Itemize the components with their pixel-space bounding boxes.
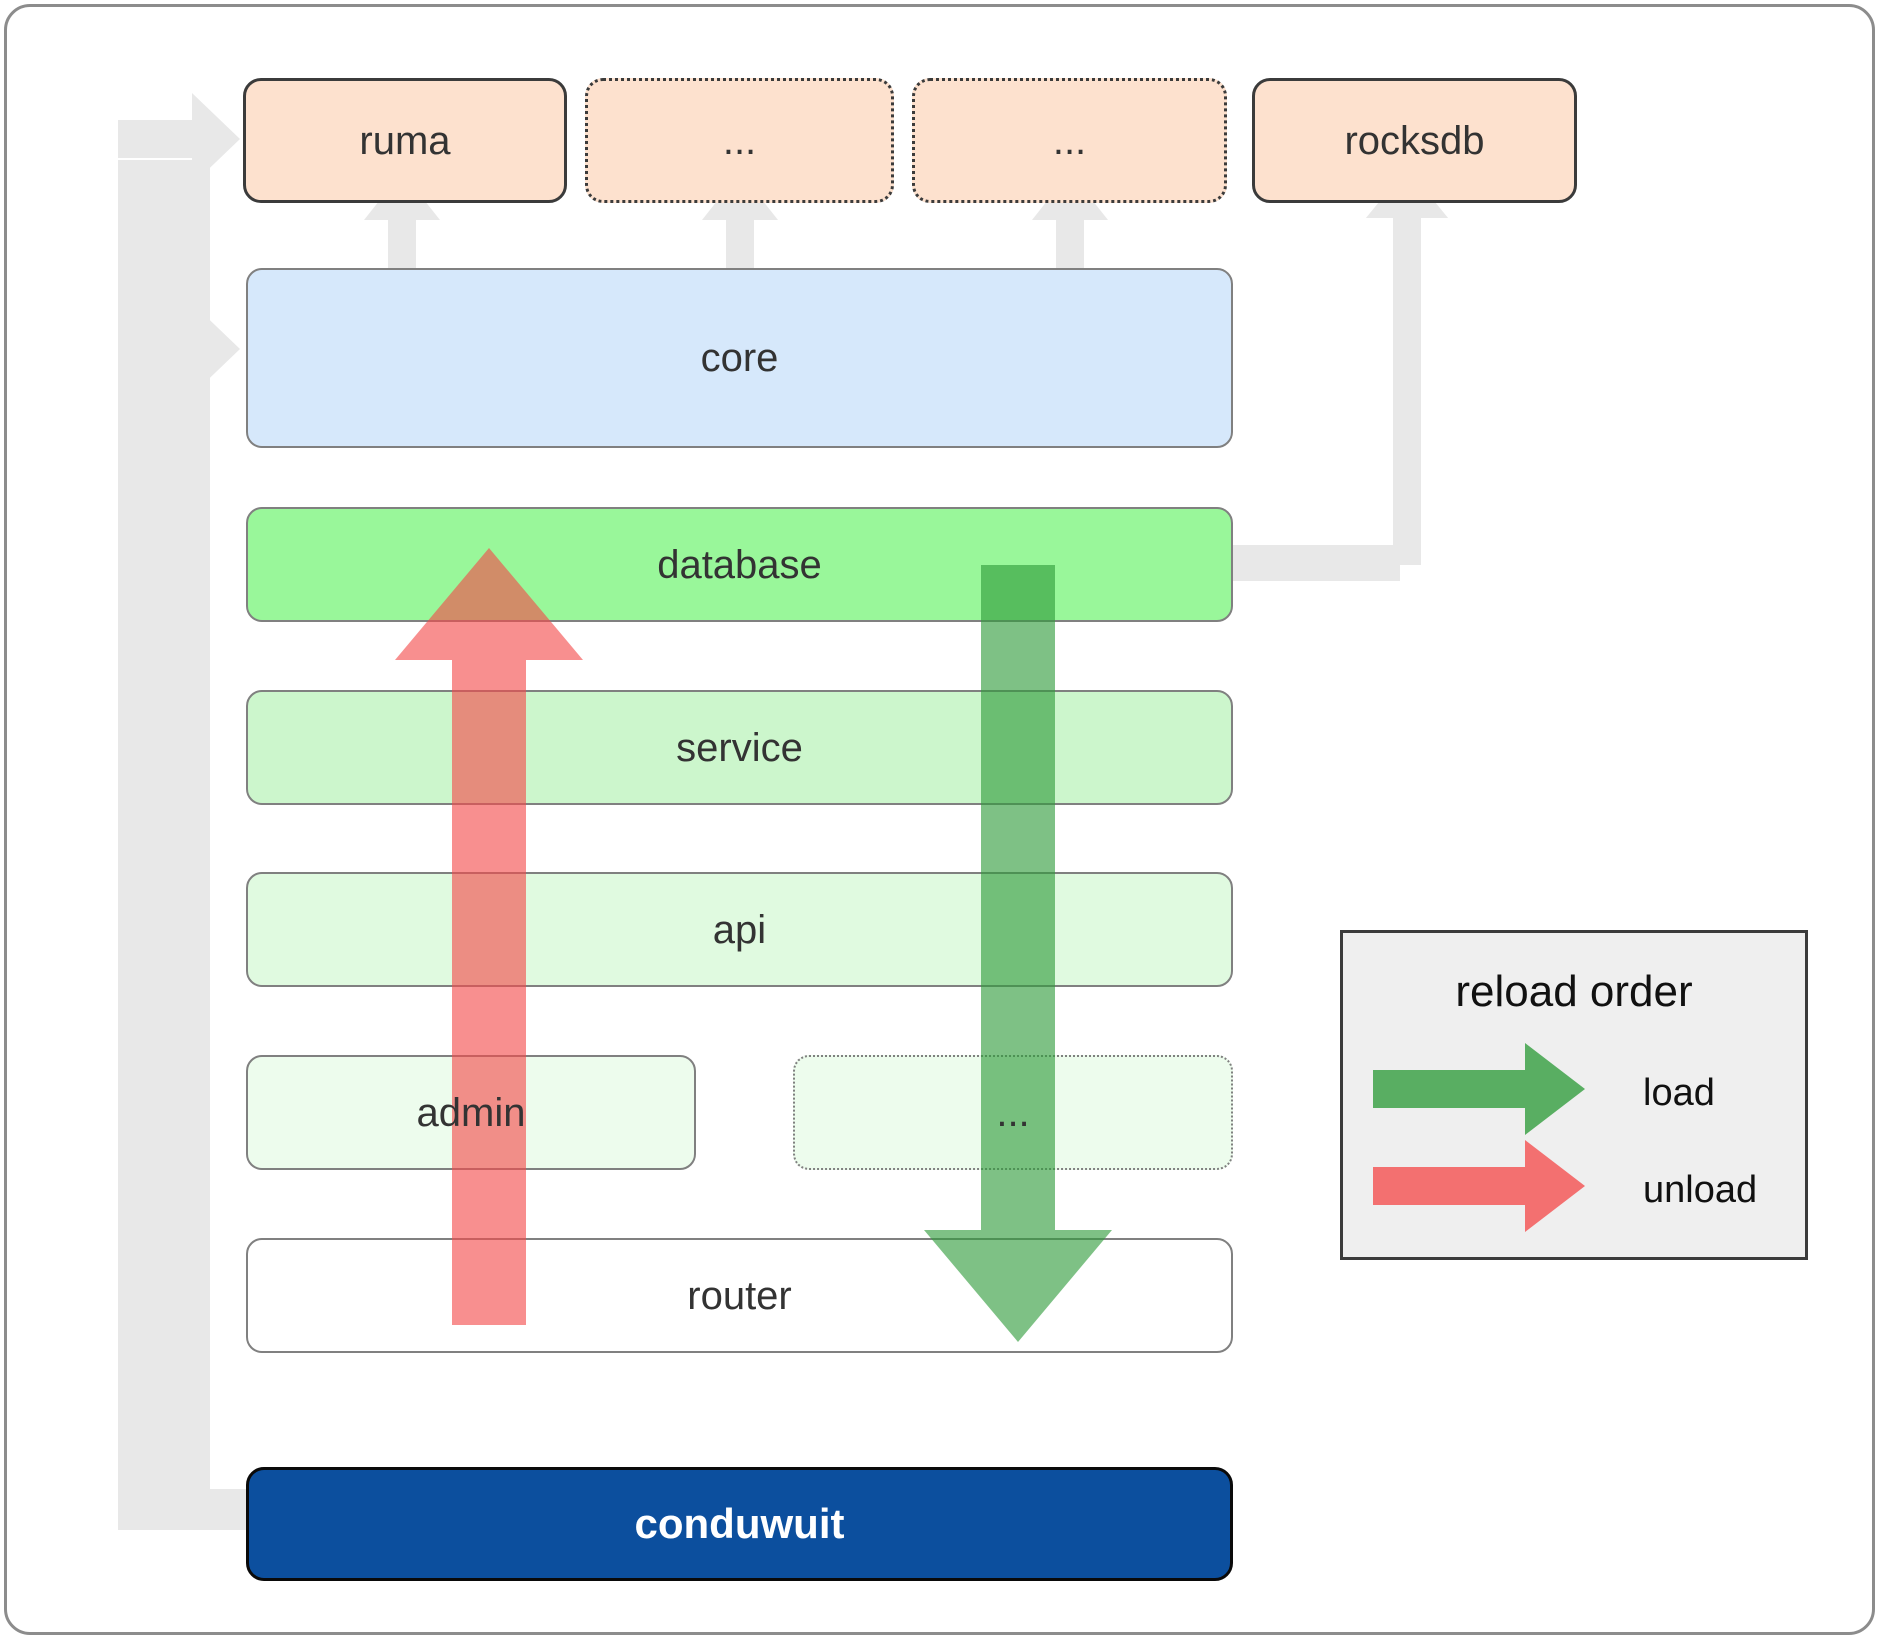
crate-box-ruma-label: ruma — [359, 118, 451, 163]
layer-box-core-label: core — [700, 336, 779, 380]
legend-title: reload order — [1455, 967, 1693, 1016]
crate-box-ellipsis-2-label: ... — [1052, 118, 1087, 163]
legend-label-load: load — [1643, 1072, 1715, 1114]
layer-box-service-label: service — [676, 725, 803, 770]
legend-label-unload: unload — [1643, 1169, 1758, 1211]
legend-load-arrow — [1373, 1043, 1585, 1135]
layer-box-ellipsis-label: ... — [996, 1090, 1030, 1135]
crate-box-rocksdb-label: rocksdb — [1344, 118, 1485, 163]
crate-box-ellipsis-1-label: ... — [722, 118, 757, 163]
layer-box-service[interactable]: service — [246, 690, 1233, 805]
layer-box-admin-label: admin — [416, 1090, 526, 1135]
brand-box-conduwuit[interactable]: conduwuit — [246, 1467, 1233, 1581]
layer-box-admin[interactable]: admin — [246, 1055, 696, 1170]
layer-box-core[interactable]: core — [246, 268, 1233, 448]
crate-box-ellipsis-2[interactable]: ... — [912, 78, 1227, 203]
legend-panel: reload order load unload — [1340, 930, 1808, 1260]
legend-arrow-layer — [1373, 1043, 1585, 1232]
crate-box-ruma[interactable]: ruma — [243, 78, 567, 203]
brand-box-conduwuit-label: conduwuit — [634, 1500, 845, 1547]
layer-box-api-label: api — [712, 907, 767, 952]
crate-box-ellipsis-1[interactable]: ... — [585, 78, 894, 203]
diagram-frame — [4, 4, 1875, 1635]
legend-unload-arrow — [1373, 1140, 1585, 1232]
layer-box-router[interactable]: router — [246, 1238, 1233, 1353]
layer-box-database-label: database — [657, 542, 822, 587]
layer-box-router-label: router — [687, 1273, 792, 1318]
crate-box-rocksdb[interactable]: rocksdb — [1252, 78, 1577, 203]
layer-box-ellipsis[interactable]: ... — [793, 1055, 1233, 1170]
layer-box-api[interactable]: api — [246, 872, 1233, 987]
layer-box-database[interactable]: database — [246, 507, 1233, 622]
